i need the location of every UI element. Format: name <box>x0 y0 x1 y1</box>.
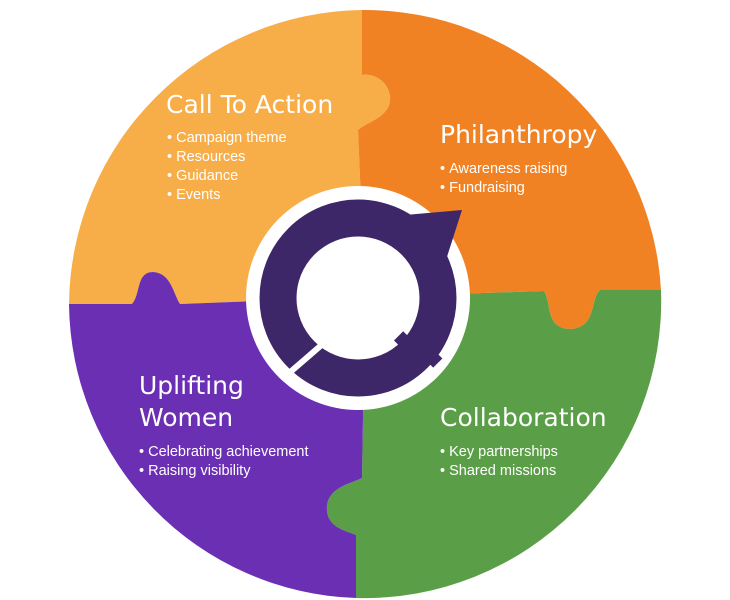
uplifting-women-title-line1: Uplifting <box>139 371 244 400</box>
list-item: Campaign theme <box>167 129 286 148</box>
uplifting-women-title: Uplifting Women <box>139 370 244 434</box>
collaboration-title: Collaboration <box>440 403 607 432</box>
list-item: Raising visibility <box>139 462 309 481</box>
uplifting-women-list: Celebrating achievement Raising visibili… <box>139 443 309 481</box>
philanthropy-title: Philanthropy <box>440 120 598 149</box>
list-item: Shared missions <box>440 462 558 481</box>
list-item: Awareness raising <box>440 160 567 179</box>
list-item: Resources <box>167 148 287 167</box>
uplifting-women-title-line2: Women <box>139 403 234 432</box>
list-item: Fundraising <box>440 179 567 198</box>
philanthropy-list: Awareness raising Fundraising <box>440 160 567 198</box>
collaboration-list: Key partnerships Shared missions <box>440 443 558 481</box>
list-item: Celebrating achievement <box>139 443 308 462</box>
international-womens-day-symbol-icon <box>259 199 462 397</box>
call-to-action-list: Campaign theme Resources Guidance Events <box>167 129 287 205</box>
list-item: Guidance <box>167 167 287 186</box>
list-item: Events <box>167 186 287 205</box>
call-to-action-title: Call To Action <box>166 90 334 119</box>
list-item: Key partnerships <box>440 443 558 462</box>
